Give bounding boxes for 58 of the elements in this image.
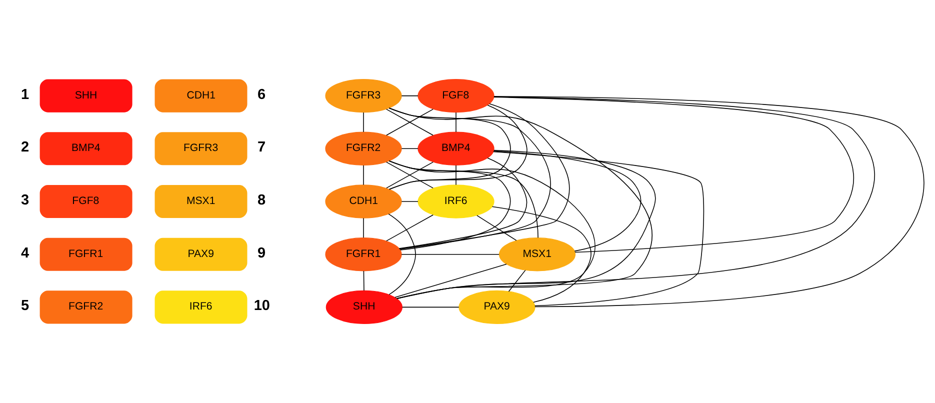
connector	[401, 201, 418, 202]
connector	[476, 215, 517, 241]
node-box: BMP4	[40, 132, 132, 166]
connector	[492, 206, 592, 303]
node-box: FGF8	[40, 184, 132, 218]
node-ellipse: CDH1	[325, 184, 402, 218]
connector	[398, 158, 528, 249]
node-ellipse: PAX9	[458, 290, 536, 324]
node-label: 3	[20, 192, 30, 209]
connector	[396, 96, 875, 299]
node-ellipse: BMP4	[418, 132, 494, 166]
connector	[388, 108, 652, 299]
node-box: FGFR2	[40, 290, 132, 324]
connector	[494, 96, 854, 253]
connector	[394, 264, 507, 298]
connector	[386, 214, 434, 242]
connector	[363, 164, 364, 186]
node-ellipse: FGFR1	[325, 238, 402, 272]
connector	[401, 148, 418, 150]
connector	[398, 103, 570, 250]
node-box: FGFR3	[154, 132, 248, 166]
connector	[401, 95, 418, 96]
connector	[388, 160, 596, 300]
connector	[494, 96, 924, 308]
node-ellipse: FGFR3	[325, 78, 402, 113]
node-label: 6	[257, 86, 266, 103]
node-label: 4	[20, 245, 30, 262]
connector	[493, 151, 704, 306]
node-label: 10	[254, 298, 270, 314]
node-ellipse: FGF8	[418, 78, 494, 113]
node-label: 5	[20, 298, 30, 314]
node-box: CDH1	[154, 79, 248, 112]
connector	[388, 214, 416, 295]
node-label: 2	[20, 140, 30, 156]
connector	[508, 270, 526, 292]
node-box: IRF6	[154, 290, 248, 324]
node-label: 7	[257, 140, 266, 156]
connector	[388, 160, 511, 250]
node-ellipse: MSX1	[498, 238, 576, 272]
connector	[363, 112, 364, 132]
node-label: 8	[257, 192, 266, 209]
connector	[363, 218, 364, 238]
node-box: FGFR1	[40, 238, 132, 271]
node-box: PAX9	[154, 238, 248, 271]
node-box: SHH	[40, 79, 132, 112]
connector	[388, 108, 551, 250]
connector	[396, 150, 656, 300]
connector	[388, 160, 538, 238]
node-box: MSX1	[154, 184, 248, 218]
node-label: 1	[20, 86, 30, 103]
node-ellipse: IRF6	[418, 184, 494, 218]
connector	[401, 254, 500, 255]
connector	[363, 270, 364, 291]
node-ellipse: FGFR2	[325, 132, 402, 166]
node-ellipse: SHH	[326, 290, 402, 324]
connector	[402, 306, 460, 308]
connector	[493, 150, 642, 252]
node-label: 9	[257, 245, 266, 262]
